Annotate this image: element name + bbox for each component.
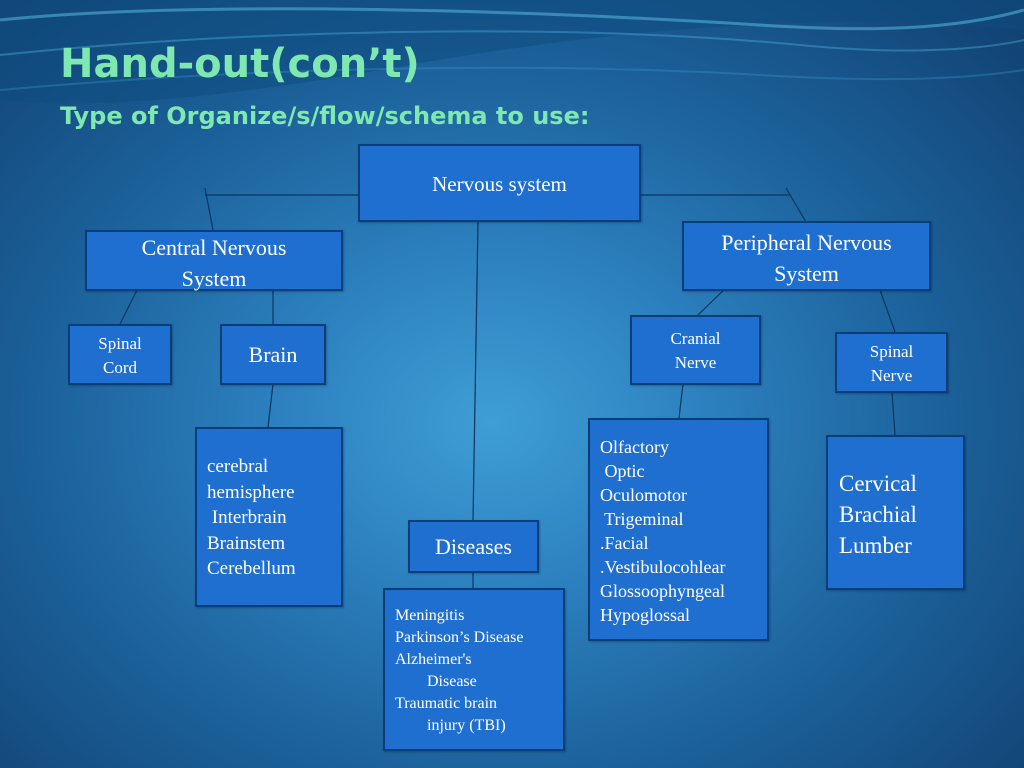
node-spinal-nerves-list: Cervical Brachial Lumber <box>826 435 965 590</box>
cranial-nerve-item: Optic <box>600 461 645 481</box>
disease-item: injury (TBI) <box>395 717 506 734</box>
slide-title: Hand-out(con’t) <box>60 41 420 87</box>
node-peripheral-nervous-system: Peripheral Nervous System <box>682 221 931 291</box>
cranial-nerve-item: Hypoglossal <box>600 605 690 625</box>
brain-part-item: hemisphere <box>207 481 295 503</box>
slide-subtitle: Type of Organize/s/flow/schema to use: <box>60 102 590 130</box>
cranial-nerve-item: Oculomotor <box>600 485 687 505</box>
cranial-nerve-item: Trigeminal <box>600 509 684 529</box>
cranial-nerve-item: .Facial <box>600 533 649 553</box>
disease-item: Traumatic brain <box>395 695 498 712</box>
disease-item: Parkinson’s Disease <box>395 629 524 646</box>
connector-brain-parts <box>267 383 274 428</box>
spinal-nerve-item: Cervical <box>839 471 917 496</box>
node-spinal-cord: Spinal Cord <box>68 324 172 385</box>
node-brain-label: Brain <box>248 342 298 367</box>
node-central-nervous-system-label: Central Nervous System <box>141 235 287 291</box>
node-peripheral-nervous-system-label: Peripheral Nervous System <box>721 230 892 286</box>
spinal-nerve-item: Brachial <box>839 502 917 527</box>
header-swoosh-decoration <box>0 0 1024 104</box>
brain-part-item: Brainstem <box>207 532 286 554</box>
node-diseases: Diseases <box>408 520 539 573</box>
connector-pns-spinalnerve <box>879 289 896 333</box>
brain-part-item: cerebral <box>207 456 269 477</box>
brain-part-item: Cerebellum <box>207 558 296 579</box>
connector-cns-spinalcord <box>119 289 138 325</box>
node-nervous-system-label: Nervous system <box>432 172 567 196</box>
connector-root-diseases <box>472 221 479 521</box>
node-diseases-label: Diseases <box>435 534 512 559</box>
brain-part-item: Interbrain <box>207 507 287 528</box>
node-cranial-nerves-list: Olfactory Optic Oculomotor Trigeminal .F… <box>588 418 769 641</box>
node-spinal-nerve-label: Spinal Nerve <box>869 342 914 385</box>
disease-item: Meningitis <box>395 607 465 624</box>
node-spinal-cord-label: Spinal Cord <box>98 334 142 377</box>
spinal-nerve-item: Lumber <box>839 533 912 558</box>
node-central-nervous-system: Central Nervous System <box>85 230 343 291</box>
node-nervous-system: Nervous system <box>358 144 641 222</box>
node-cranial-nerve-label: Cranial Nerve <box>670 329 721 372</box>
connector-right-drop <box>785 187 807 223</box>
node-spinal-nerve: Spinal Nerve <box>835 332 948 393</box>
node-diseases-list: Meningitis Parkinson’s Disease Alzheimer… <box>383 588 565 751</box>
cranial-nerve-item: Olfactory <box>600 437 669 457</box>
cranial-nerve-item: .Vestibulocohlear <box>600 557 726 577</box>
connector-left-drop <box>204 187 214 231</box>
cranial-nerve-item: Glossoophyngeal <box>600 581 725 601</box>
node-brain-parts-list: cerebral hemisphere Interbrain Brainstem… <box>195 427 343 607</box>
node-cranial-nerve: Cranial Nerve <box>630 315 761 385</box>
disease-item: Disease <box>395 673 477 690</box>
node-brain: Brain <box>220 324 326 385</box>
connector-spinalnerve-list <box>891 391 896 436</box>
connector-cranial-list <box>678 383 684 419</box>
disease-item: Alzheimer's <box>395 651 472 668</box>
